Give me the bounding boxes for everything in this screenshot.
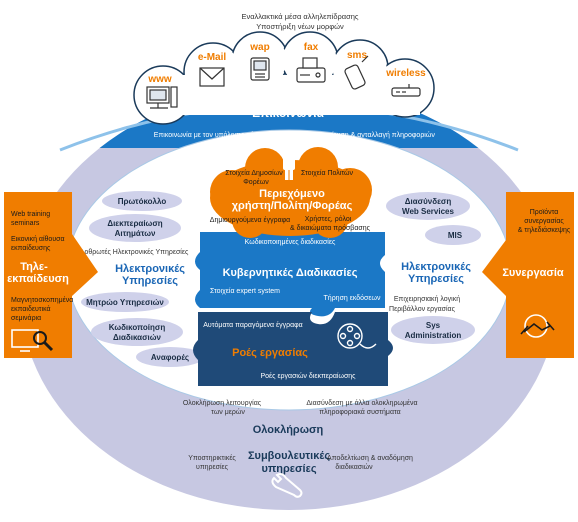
content-cloud [210,147,372,238]
gov-procedures-block [195,224,385,317]
channel-www-label: www [147,74,172,85]
fax-machine-icon [296,57,326,83]
mobile-device-icon [250,57,270,81]
right-services-title-line1: Ηλεκτρονικές [401,261,471,273]
channel-fax-label: fax [304,42,319,53]
channel-wap-label: wap [249,42,269,53]
tele-note2-line1: Εικονική αίθουσα [11,235,65,243]
pill-webservices-line1: Διασύνδεση [405,197,452,206]
cooperation-note-line2: συνεργασίας [524,217,564,225]
tele-note2-line2: εκπαίδευσης [11,244,51,252]
consulting-left-line1: Υποστηρικτικές [188,454,236,462]
consulting-title-line2: υπηρεσίες [261,463,316,475]
left-services-note: Αρθρωτές Ηλεκτρονικές Υπηρεσίες [80,248,189,256]
integration-left-line2: των μερών [211,408,245,416]
channel-wireless-label: wireless [385,68,426,79]
gov-procedures-note-left: Στοιχεία expert system [210,287,280,295]
tele-education-title-line2: εκπαίδευση [7,273,69,285]
workflows-top-note: Αυτόματα παραγόμενα έγγραφα [203,321,302,329]
gov-procedures-top-note: Κωδικοποιημένες διαδικασίες [245,238,336,246]
left-services-pills [81,191,204,367]
pill-coding-line1: Κωδικοποίηση [109,323,166,332]
top-note-line1: Εναλλακτικά μέσα αλληλεπίδρασης [241,12,358,21]
right-services-pills [386,192,481,344]
magnifier-monitor-icon [11,329,54,352]
pill-mis: MIS [448,231,463,240]
mobile-phone-icon [344,55,369,90]
cooperation-title: Συνεργασία [502,267,564,279]
communication-left-note: Επικοινωνία με τον υπόλοιπο κόσμο [154,131,267,139]
consulting-left-line2: υπηρεσίες [196,463,229,471]
content-title-line1: Περιεχόμενο [259,188,325,200]
integration-right-line1: Διασύνδεση με άλλα ολοκληρωμένα [306,399,417,407]
workflows-bottom-note: Ροές εργασιών διεκπεραίωσης [260,372,356,380]
workflows-block [193,312,393,386]
router-icon [391,84,421,97]
content-note-bottom-right-2: & δικαιώματα πρόσβασης [290,224,371,232]
channel-sms-label: sms [347,50,367,61]
pill-coding-line2: Διαδικασιών [113,333,162,342]
pill-sysadmin-line1: Sys [426,321,441,330]
integration-left-line1: Ολοκλήρωση λειτουργίας [183,399,262,407]
content-note-bottom-right-1: Χρήστες, ρόλοι [305,215,352,223]
content-title-line2: χρήστη/Πολίτη/Φορέας [232,200,353,212]
pill-protocol: Πρωτόκολλο [118,197,167,206]
cooperation-panel [482,192,574,358]
content-note-right: Στοιχεία Πολιτών [301,169,353,177]
tele-note1-line2: seminars [11,220,40,227]
tele-note3-line2: εκπαιδευτικά [11,305,51,313]
integration-title: Ολοκλήρωση [253,424,324,436]
left-services-title-line1: Ηλεκτρονικές [115,263,185,275]
gov-procedures-title: Κυβερνητικές Διαδικασίες [223,267,358,279]
right-services-note1: Επιχειρησιακή λογική [394,296,460,303]
consulting-right-line1: Αποδελτίωση & αναδόμηση [327,454,413,462]
pill-requests-line2: Αιτημάτων [115,229,156,238]
channel-email-label: e-Mail [198,52,227,63]
pill-webservices-line2: Web Services [402,207,454,216]
pill-sysadmin-line2: Administration [405,331,462,340]
tele-education-panel [4,192,98,358]
film-reel-icon [337,323,377,349]
communication-title: Επικοινωνία [252,106,324,120]
content-note-left-2: Φορέων [243,178,269,186]
user-icon [283,144,295,180]
consulting-title-line1: Συμβουλευτικές [248,450,330,462]
communication-right-note: Δημοσίευση & ανταλλαγή πληροφοριών [311,131,435,139]
pill-registry: Μητρώο Υπηρεσιών [86,298,164,307]
tele-note3-line3: σεμινάρια [11,314,41,322]
pill-reports: Αναφορές [151,353,189,362]
wrench-icon [271,473,303,498]
right-services-title-line2: Υπηρεσίες [408,273,464,285]
cooperation-note-line3: & τηλεδιάσκεψης [518,226,571,234]
tele-note1-line1: Web training [11,211,50,218]
handshake-icon [520,314,555,338]
gov-procedures-note-right: Τήρηση εκδόσεων [324,294,381,302]
cooperation-note-line1: Προϊόντα [530,208,559,216]
tele-education-title-line1: Τηλε- [20,261,48,273]
content-note-left-1: Στοιχεία Δημοσίων [225,169,283,177]
content-note-bottom-left: Δημιουργούμενα έγγραφα [210,216,290,224]
tele-note3-line1: Μαγνητοσκοπημένα [11,296,73,304]
top-note-line2: Υποστήριξη νέων μορφών [256,22,344,31]
workflows-title: Ροές εργασίας [232,347,308,359]
integration-right-line2: πληροφοριακά συστήματα [319,408,400,416]
envelope-icon [199,67,225,87]
pill-requests-line1: Διεκπεραίωση [107,219,162,228]
monitor-icon [146,86,178,109]
left-services-title-line2: Υπηρεσίες [122,275,178,287]
right-services-note2: Περιβάλλον εργασίας [389,305,456,313]
consulting-right-line2: διαδικασιών [335,463,373,471]
